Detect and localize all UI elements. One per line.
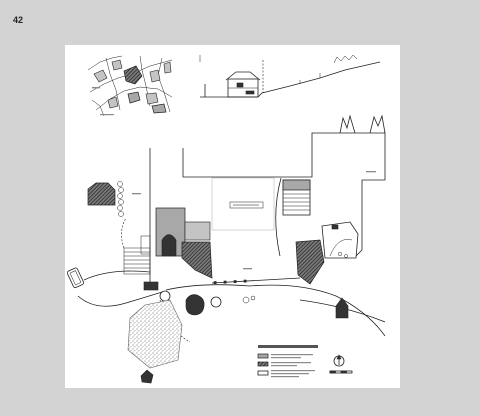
tree [118,211,124,217]
legend-text-mark [271,365,297,367]
map-block [163,61,172,74]
scale-bar [329,370,353,374]
plan-annotation [132,193,141,195]
tree-row [117,181,124,217]
section-terrace-marks [333,54,358,64]
legend-text-mark [271,373,309,375]
courtyard-label-box [229,201,264,209]
west-building [87,182,116,206]
legend-text-mark [271,362,311,364]
legend-swatch-tone [257,353,269,359]
map-block [145,92,159,105]
courtyard-label-mark [233,204,259,206]
west-stairs [123,247,151,275]
post [233,280,237,284]
tree [117,181,123,187]
tree-outline [159,290,171,302]
map-block [111,59,123,71]
map-street [95,86,173,111]
shrub [250,295,256,301]
legend-text-mark [271,376,299,378]
map-block [151,103,167,114]
section-drawing [199,54,381,98]
north-arrow [333,354,345,367]
dark-object [143,281,159,291]
stair-treads [283,193,310,211]
hatched-building-west [181,241,213,279]
dark-tree [185,294,205,316]
legend-text-mark [271,370,315,372]
map-street [87,55,123,71]
map-annotation [92,87,100,89]
post [243,279,247,283]
tree-outline [210,296,222,308]
hatched-building-east [295,239,325,285]
site-boundary-south [211,277,301,284]
map-block [93,69,108,83]
section-cut-element [245,90,255,95]
stippled-ground [127,299,183,369]
curved-path [77,291,163,307]
curved-path [83,270,151,281]
tree [118,187,124,193]
dark-object [140,369,154,384]
post [213,281,217,285]
legend-swatch-hatch [257,361,269,367]
roof-outline [369,114,386,134]
scale-bar-segment [340,370,347,374]
scale-bar-segment [329,370,336,374]
shrub [337,251,343,257]
tree [117,193,123,199]
section-cut-element [236,82,244,88]
west-object-outline [66,267,84,289]
map-street [157,57,171,113]
curved-wall [275,177,282,257]
map-scale-mark [100,114,114,116]
legend-heading-mark [258,345,318,348]
courtyard-area [211,177,275,231]
west-object-inner [69,270,82,286]
dark-pavilion [335,297,349,319]
shrub [344,254,348,258]
tree [118,199,124,205]
section-roof [225,71,261,81]
tree [117,205,123,211]
map-highlighted-site [123,65,143,85]
boundary-posts [213,279,247,285]
legend-swatch-outline [257,370,269,376]
map-block [149,69,161,83]
west-stair-treads [124,251,150,269]
shrub [242,296,250,304]
roof-outline [339,114,356,134]
map-street [91,99,105,117]
arched-room [161,234,177,257]
west-object [66,267,84,289]
map-block [107,96,119,109]
east-building [321,221,359,259]
legend [257,345,353,378]
plan-annotation [366,171,376,173]
map-street [105,57,121,111]
site-plan [66,114,386,384]
east-building-element [331,224,339,230]
legend-text-mark [271,354,313,356]
legend-text-mark [271,357,301,359]
east-building-arc [329,239,353,257]
north-arrow-head [336,354,342,360]
plan-annotation [243,268,252,270]
location-map [87,55,173,117]
annex-building [184,221,211,241]
map-block [127,91,141,104]
stair-landing [282,179,311,191]
footpath [121,217,127,249]
post [223,280,227,284]
page-number: 42 [13,15,24,25]
small-structure [140,235,151,255]
curved-path [165,284,386,337]
